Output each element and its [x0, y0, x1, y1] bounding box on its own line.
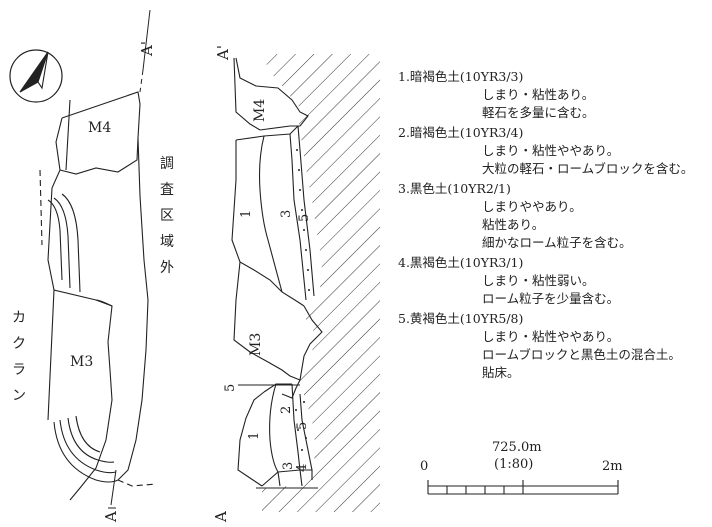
legend-entry: 5.黄褐色土(10YR5/8) しまり・粘性ややあり。ロームブロックと黒色土の混合…	[398, 310, 708, 382]
scale-labels: 725.0m (1:80) 0 2m	[420, 440, 630, 500]
plan-fill-upper-label: M4	[88, 120, 111, 136]
layer-label-5-leader: 5	[223, 384, 238, 392]
scale-start: 0	[420, 459, 429, 474]
svg-text:査: 査	[160, 182, 174, 198]
section-bottom-label: A	[212, 511, 230, 523]
legend-entry-description: 貼床。	[482, 365, 520, 380]
legend-entry: 4.黒褐色土(10YR3/1) しまり・粘性弱い。ローム粒子を少量含む。	[398, 254, 708, 308]
elevation-label: 725.0m	[492, 440, 542, 455]
legend-entry-title: 2.暗褐色土(10YR3/4)	[398, 125, 524, 140]
legend-entry: 3.黒色土(10YR2/1) しまりややあり。粘性あり。細かなローム粒子を含む。	[398, 180, 708, 252]
svg-text:ン: ン	[12, 388, 26, 404]
scale-ratio: (1:80)	[494, 457, 534, 472]
kakuran-label: カ ク ラ ン	[12, 310, 26, 404]
legend-entry-description: しまり・粘性弱い。	[482, 273, 595, 288]
svg-text:カ: カ	[12, 310, 26, 326]
layer-label-2-lower: 2	[279, 406, 294, 414]
legend-entry-description: 粘性あり。	[482, 217, 545, 232]
legend-entry-title: 1.暗褐色土(10YR3/3)	[398, 69, 524, 84]
legend-entry-description: 大粒の軽石・ロームブロックを含む。	[482, 161, 694, 176]
legend-entry-title: 3.黒色土(10YR2/1)	[398, 181, 511, 196]
scale-end: 2m	[602, 459, 623, 474]
svg-text:外: 外	[160, 260, 174, 276]
layer-label-5-upper: 5	[297, 214, 312, 222]
section-top-label: A'	[214, 45, 232, 61]
svg-text:区: 区	[160, 208, 174, 224]
legend-entry-title: 5.黄褐色土(10YR5/8)	[398, 311, 524, 326]
legend-entry-description: しまり・粘性ややあり。	[482, 329, 620, 344]
plan-labels: A' A M4 M3 調 査 区 域 外 カ ク ラ ン	[12, 41, 174, 523]
soil-legend: 1.暗褐色土(10YR3/3) しまり・粘性あり。軽石を多量に含む。 2.暗褐色土(…	[398, 68, 708, 384]
svg-text:ラ: ラ	[12, 362, 26, 378]
legend-entry: 1.暗褐色土(10YR3/3) しまり・粘性あり。軽石を多量に含む。	[398, 68, 708, 122]
legend-entry-description: ローム粒子を少量含む。	[482, 291, 620, 306]
layer-label-5-lower: 5	[295, 422, 310, 430]
legend-entry-description: 軽石を多量に含む。	[482, 105, 595, 120]
legend-entry-description: 細かなローム粒子を含む。	[482, 235, 632, 250]
outside-area-label: 調 査 区 域 外	[160, 156, 174, 276]
plan-view	[9, 9, 157, 509]
layer-label-1-lower: 1	[247, 432, 262, 440]
legend-entry: 2.暗褐色土(10YR3/4) しまり・粘性ややあり。大粒の軽石・ロームブロックを…	[398, 124, 708, 178]
legend-entry-description: ロームブロックと黒色土の混合土。	[482, 347, 681, 362]
svg-text:調: 調	[160, 156, 174, 172]
plan-section-bottom-label: A	[102, 511, 120, 523]
layer5-dots	[295, 149, 310, 451]
north-arrow-icon	[9, 49, 63, 103]
legend-entry-title: 4.黒褐色土(10YR3/1)	[398, 255, 524, 270]
section-view: A' A M4 M3 1 3 5 5 1 2 3 4 5	[212, 45, 380, 523]
layer-label-3-upper: 3	[279, 210, 294, 218]
scale-bar	[427, 480, 619, 495]
svg-text:ク: ク	[12, 336, 26, 352]
layer-label-1-upper: 1	[239, 210, 254, 218]
plan-section-top-label: A'	[138, 41, 156, 57]
section-fill-upper-label: M4	[252, 99, 268, 122]
svg-text:域: 域	[160, 234, 174, 250]
legend-entry-description: しまりややあり。	[482, 199, 582, 214]
section-fill-lower-label: M3	[248, 333, 264, 356]
layer-label-3-lower: 3	[281, 462, 296, 470]
legend-entry-description: しまり・粘性ややあり。	[482, 143, 620, 158]
plan-fill-lower-label: M3	[70, 354, 93, 370]
legend-entry-description: しまり・粘性あり。	[482, 87, 595, 102]
layer-label-4-lower: 4	[295, 464, 310, 472]
